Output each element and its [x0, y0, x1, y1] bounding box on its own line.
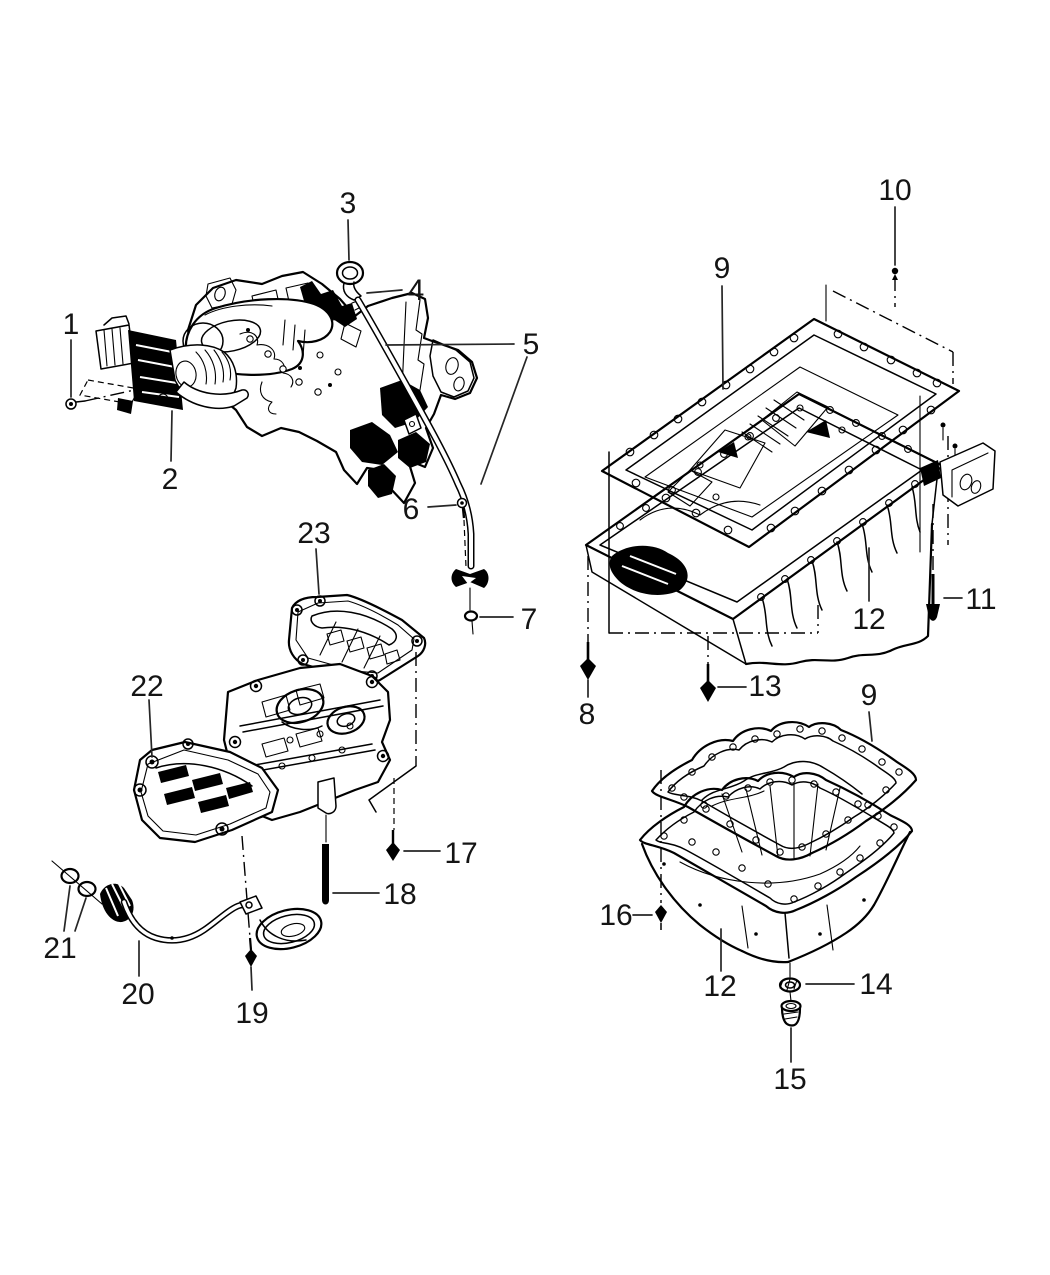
bolt-1	[65, 379, 140, 410]
drain-plug-15	[780, 999, 802, 1063]
callout-10: 10	[878, 174, 912, 266]
bolt-17	[368, 652, 417, 861]
callout-label: 2	[162, 463, 179, 496]
callout-18: 18	[332, 878, 417, 911]
callout-9-lower: 9	[861, 679, 878, 742]
stud-18	[322, 844, 329, 905]
o-ring-21b	[77, 880, 97, 898]
callout-21: 21	[43, 885, 87, 965]
callout-label: 22	[130, 670, 163, 703]
callout-label: 23	[297, 517, 330, 550]
callout-5: 5	[385, 328, 540, 485]
callout-label: 8	[579, 698, 596, 731]
bolt-8	[580, 556, 596, 698]
drain-plug-gasket-14	[778, 962, 802, 1002]
callout-16: 16	[599, 899, 653, 932]
callout-label: 9	[861, 679, 878, 712]
callout-label: 3	[340, 187, 357, 220]
oil-pump-assembly	[132, 593, 427, 991]
pump-cover-plate-23	[287, 593, 427, 684]
dipstick	[335, 260, 489, 635]
callout-label: 16	[599, 899, 632, 932]
callout-label: 11	[965, 583, 996, 616]
upper-oil-pan-assembly	[580, 267, 996, 702]
callout-label: 14	[859, 968, 892, 1001]
callout-9-upper: 9	[714, 252, 731, 390]
bolt-16	[655, 770, 667, 930]
callout-12-upper: 12	[852, 547, 886, 636]
callout-label: 7	[521, 603, 538, 636]
callout-7: 7	[479, 603, 538, 636]
callout-label: 12	[703, 970, 736, 1003]
callout-17: 17	[403, 837, 478, 870]
callout-2: 2	[162, 410, 179, 496]
windage-tray	[639, 366, 899, 521]
callout-label: 15	[773, 1063, 806, 1096]
lower-oil-pan-assembly	[638, 721, 918, 1063]
callout-1: 1	[63, 308, 80, 398]
pickup-strainer	[255, 907, 323, 951]
stud-10	[891, 267, 899, 280]
callout-label: 21	[43, 932, 76, 965]
lower-pan-interior	[679, 760, 863, 884]
callout-12-lower: 12	[703, 928, 737, 1003]
callout-label: 13	[748, 670, 781, 703]
callout-6: 6	[403, 493, 457, 526]
callout-20: 20	[121, 940, 155, 1011]
o-ring-7	[463, 610, 479, 622]
bolt-6	[456, 497, 468, 568]
bolt-11	[926, 504, 940, 621]
callout-3: 3	[340, 187, 357, 261]
callout-19: 19	[235, 997, 268, 1030]
callout-label: 18	[383, 878, 416, 911]
callout-23: 23	[297, 517, 331, 595]
callout-11: 11	[943, 583, 997, 616]
callout-label: 1	[63, 308, 80, 341]
bolt-19	[241, 835, 257, 991]
callout-label: 19	[235, 997, 268, 1030]
callout-4: 4	[366, 274, 425, 307]
oil-pickup-tube	[51, 860, 323, 951]
callout-label: 12	[852, 603, 885, 636]
callout-label: 20	[121, 978, 154, 1011]
callout-22: 22	[130, 670, 164, 758]
bolt-13	[700, 636, 716, 702]
callout-8: 8	[579, 698, 596, 731]
upper-oil-pan	[584, 392, 996, 666]
callout-label: 10	[878, 174, 911, 207]
callout-label: 6	[403, 493, 420, 526]
callout-label: 5	[523, 328, 540, 361]
callouts: 1 2 3 4 5 6 7 8	[43, 174, 996, 1096]
callout-label: 9	[714, 252, 731, 285]
pump-lower-plate-22	[132, 738, 280, 844]
callout-13: 13	[717, 670, 782, 703]
o-ring-21a	[60, 867, 80, 885]
lower-oil-pan	[638, 771, 914, 964]
callout-label: 4	[408, 274, 425, 307]
upper-pan-gasket	[600, 317, 961, 549]
callout-label: 17	[444, 837, 477, 870]
callout-15: 15	[773, 1063, 806, 1096]
structural-dust-cover	[95, 315, 249, 414]
callout-14: 14	[805, 968, 893, 1001]
